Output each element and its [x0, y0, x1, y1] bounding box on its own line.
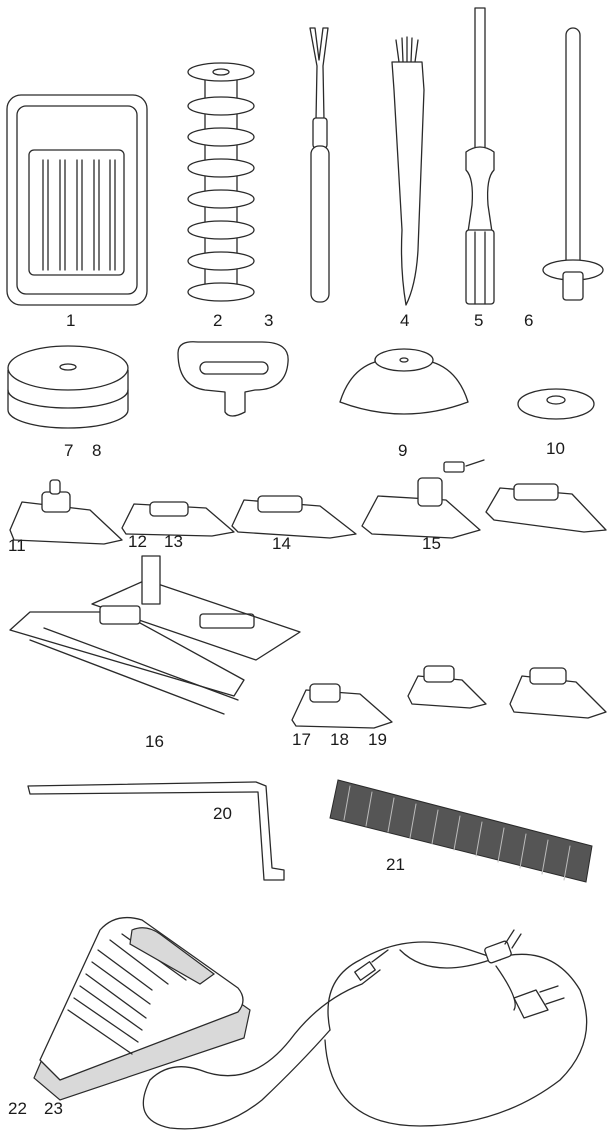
seam-ripper-icon: [309, 27, 330, 303]
callout-label-6: 6: [524, 311, 534, 330]
callout-label-22: 22: [8, 1099, 27, 1118]
callout-label-20: 20: [213, 804, 232, 823]
foot-controller-icon: [33, 916, 251, 1101]
callout-label-18: 18: [330, 730, 349, 749]
felt-strip-icon: [329, 779, 593, 883]
callout-label-1: 1: [66, 311, 76, 330]
callout-label-15: 15: [422, 534, 441, 553]
callout-label-13: 13: [164, 532, 183, 551]
presser-foot-icon: [9, 459, 607, 545]
callout-label-12: 12: [128, 532, 147, 551]
callout-label-19: 19: [368, 730, 387, 749]
callout-label-9: 9: [398, 441, 408, 460]
power-cord-icon: [142, 929, 588, 1130]
screwdriver-icon: [465, 7, 495, 305]
callout-label-7: 7: [64, 441, 74, 460]
spool-cap-small-icon: [177, 341, 289, 417]
callout-label-17: 17: [292, 730, 311, 749]
l-screwdriver-icon: [27, 781, 285, 881]
spool-cap-large-icon: [339, 348, 469, 415]
buttonhole-foot-icon: [9, 555, 301, 715]
callout-label-3: 3: [264, 311, 274, 330]
callout-label-23: 23: [44, 1099, 63, 1118]
callout-label-21: 21: [386, 855, 405, 874]
lint-brush-icon: [391, 36, 425, 306]
callout-label-11: 11: [8, 536, 26, 555]
spool-pin-icon: [542, 27, 604, 301]
callout-label-5: 5: [474, 311, 484, 330]
bobbin-stack-icon: [187, 62, 255, 302]
presser-foot-icon: [291, 665, 607, 729]
needle-pack-icon: [6, 94, 148, 306]
callout-label-4: 4: [400, 311, 410, 330]
callout-label-10: 10: [546, 439, 565, 458]
spool-felt-icon: [7, 345, 129, 429]
callout-label-14: 14: [272, 534, 291, 553]
callout-label-16: 16: [145, 732, 164, 751]
spool-net-washer-icon: [517, 388, 595, 420]
callout-label-8: 8: [92, 441, 102, 460]
callout-label-2: 2: [213, 311, 223, 330]
